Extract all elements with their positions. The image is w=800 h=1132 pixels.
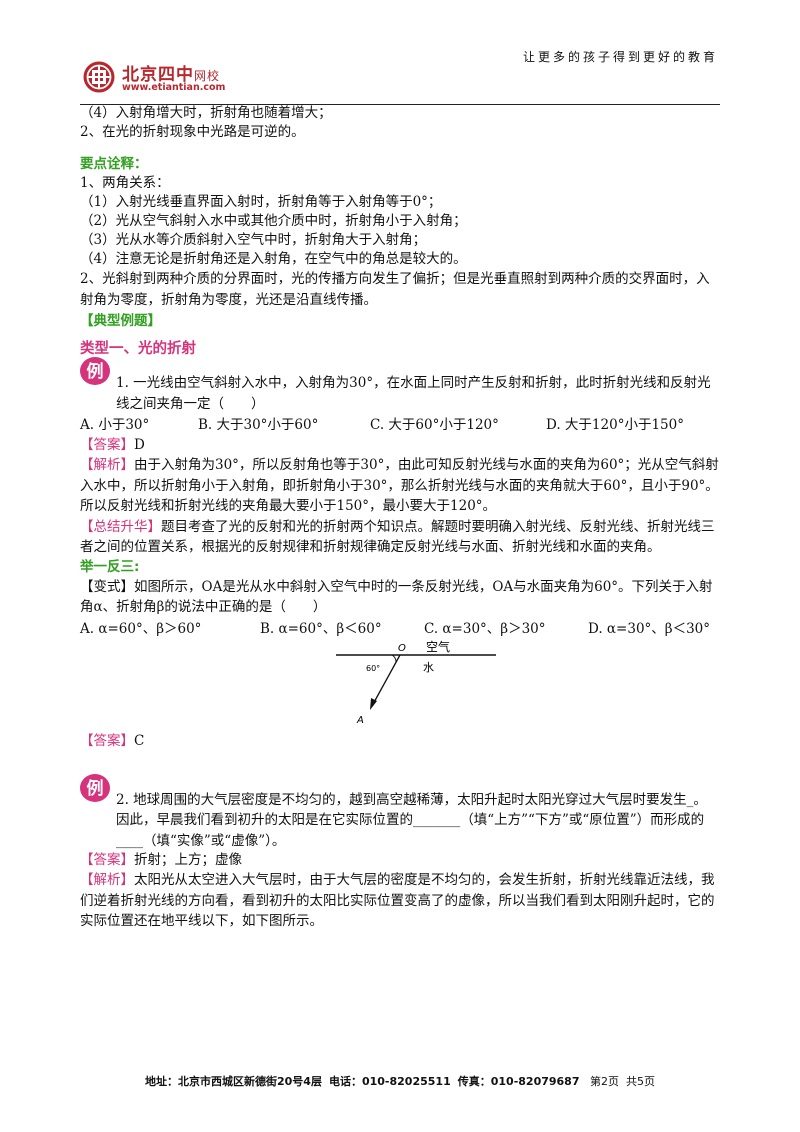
footer-phone: 电话：010-82025511 (328, 1075, 451, 1088)
example-badge-icon: 例 (80, 357, 110, 385)
typical-examples-title: 【典型例题】 (80, 313, 161, 329)
label-water: 水 (423, 661, 434, 674)
key-points-title: 要点诠释： (80, 156, 148, 172)
option-d: D. 大于120°小于150° (546, 417, 684, 433)
variant-tag: 【变式】 (80, 578, 134, 595)
label-a: A (356, 715, 364, 726)
example2-analysis: 【解析】太阳光从太空进入大气层时，由于大气层的密度是不均匀的，会发生折射，折射光… (80, 870, 720, 932)
footer-page: 第2页 (590, 1075, 619, 1088)
badge-label: 例 (87, 778, 104, 799)
example2-question: 例 2. 地球周围的大气层密度是不均匀的，越到高空越稀薄，太阳升起时太阳光穿过大… (80, 773, 720, 852)
refraction-figure: O 空气 水 60° A (80, 639, 720, 728)
variant-text: 如图所示，OA是光从水中斜射入空气中时的一条反射光线，OA与水面夹角为60°。下… (80, 578, 713, 616)
answer-tag: 【答案】 (80, 852, 134, 868)
answer-value: D (134, 437, 145, 453)
analysis-tag: 【解析】 (80, 457, 134, 473)
key-point-item: （2）光从空气斜射入水中或其他介质中时，折射角小于入射角； (80, 213, 467, 229)
intro-line-2: 2、在光的折射现象中光路是可逆的。 (80, 124, 305, 140)
answer-tag: 【答案】 (80, 437, 134, 453)
ray-arrow-icon (370, 697, 377, 710)
option-d: D. α=30°、β＜30° (588, 620, 711, 637)
example1-question: 例 1. 一光线由空气斜射入水中，入射角为30°，在水面上同时产生反射和折射，此… (80, 357, 720, 414)
variant-question: 【变式】如图所示，OA是光从水中斜射入空气中时的一条反射光线，OA与水面夹角为6… (80, 577, 720, 618)
option-a: A. α=60°、β＞60° (80, 620, 202, 637)
type1-title: 类型一、光的折射 (80, 341, 196, 357)
example1-options: A. 小于30° B. 大于30°小于60° C. 大于60°小于120° D.… (80, 414, 720, 436)
example2-answer: 【答案】折射；上方；虚像 (80, 851, 720, 870)
example-badge-icon: 例 (80, 773, 110, 802)
footer-address: 地址：北京市西城区新德街20号4层 (145, 1075, 322, 1088)
analysis-text: 由于入射角为30°，所以反射角也等于30°，由此可知反射光线与水面的夹角为60°… (80, 457, 719, 514)
analysis-tag: 【解析】 (80, 872, 134, 888)
ray-oa (371, 654, 401, 706)
option-b: B. 大于30°小于60° (198, 417, 319, 433)
logo-sub: 网校 (194, 69, 221, 83)
summary-text: 题目考查了光的反射和光的折射两个知识点。解题时要明确入射光线、反射光线、折射光线… (80, 518, 715, 556)
example1-answer: 【答案】D (80, 436, 720, 455)
variant-answer: 【答案】C (80, 732, 720, 751)
option-b: B. α=60°、β＜60° (260, 620, 382, 637)
variant-options: A. α=60°、β＞60° B. α=60°、β＜60° C. α=30°、β… (80, 618, 720, 640)
footer-total: 共5页 (626, 1075, 655, 1088)
variant-title: 举一反三: (80, 558, 140, 575)
key-point-item: （3）光从水等介质斜射入空气中时，折射角大于入射角； (80, 232, 427, 248)
badge-label: 例 (87, 361, 104, 382)
answer-tag: 【答案】 (80, 732, 134, 749)
example2-text: 2. 地球周围的大气层密度是不均匀的，越到高空越稀薄，太阳升起时太阳光穿过大气层… (116, 791, 707, 849)
intro-line-1: （4）入射角增大时，折射角也随着增大； (80, 105, 332, 121)
key-point-item: （1）入射光线垂直界面入射时，折射角等于入射角等于0°； (80, 194, 442, 210)
option-a: A. 小于30° (80, 417, 150, 433)
summary-tag: 【总结升华】 (80, 518, 161, 535)
school-logo: 北京四中网校 www.etiantian.com (80, 58, 280, 100)
label-o: O (398, 643, 406, 654)
answer-value: C (134, 732, 145, 749)
school-emblem-icon (83, 61, 115, 93)
answer-value: 折射；上方；虚像 (134, 852, 242, 868)
page-footer: 地址：北京市西城区新德街20号4层 电话：010-82025511 传真：010… (0, 1073, 800, 1089)
footer-fax: 传真：010-82079687 (457, 1075, 580, 1088)
example1-summary: 【总结升华】题目考查了光的反射和光的折射两个知识点。解题时要明确入射光线、反射光… (80, 517, 720, 558)
page-header: 让更多的孩子得到更好的教育 北京四中网校 www.etiantian.com (80, 46, 720, 105)
angle-arc (391, 654, 397, 662)
analysis-text: 太阳光从太空进入大气层时，由于大气层的密度是不均匀的，会发生折射，折射光线靠近法… (80, 872, 715, 929)
refraction-diagram: O 空气 水 60° A (336, 639, 496, 726)
option-c: C. 大于60°小于120° (370, 417, 499, 433)
header-slogan: 让更多的孩子得到更好的教育 (522, 50, 718, 64)
page-content: （4）入射角增大时，折射角也随着增大； 2、在光的折射现象中光路是可逆的。 要点… (80, 104, 720, 932)
example1-text: 1. 一光线由空气斜射入水中，入射角为30°，在水面上同时产生反射和折射，此时折… (116, 375, 711, 412)
key-point-item: （4）注意无论是折射角还是入射角，在空气中的角总是较大的。 (80, 251, 467, 267)
label-air: 空气 (426, 640, 450, 654)
key-points-para2: 2、光斜射到两种介质的分界面时，光的传播方向发生了偏折；但是光垂直照射到两种介质… (80, 271, 710, 308)
example1-analysis: 【解析】由于入射角为30°，所以反射角也等于30°，由此可知反射光线与水面的夹角… (80, 455, 720, 517)
label-angle: 60° (366, 664, 380, 673)
option-c: C. α=30°、β＞30° (424, 620, 546, 637)
logo-url: www.etiantian.com (122, 82, 226, 93)
logo-name: 北京四中 (122, 65, 194, 85)
key-point-item: 1、两角关系： (80, 175, 170, 191)
